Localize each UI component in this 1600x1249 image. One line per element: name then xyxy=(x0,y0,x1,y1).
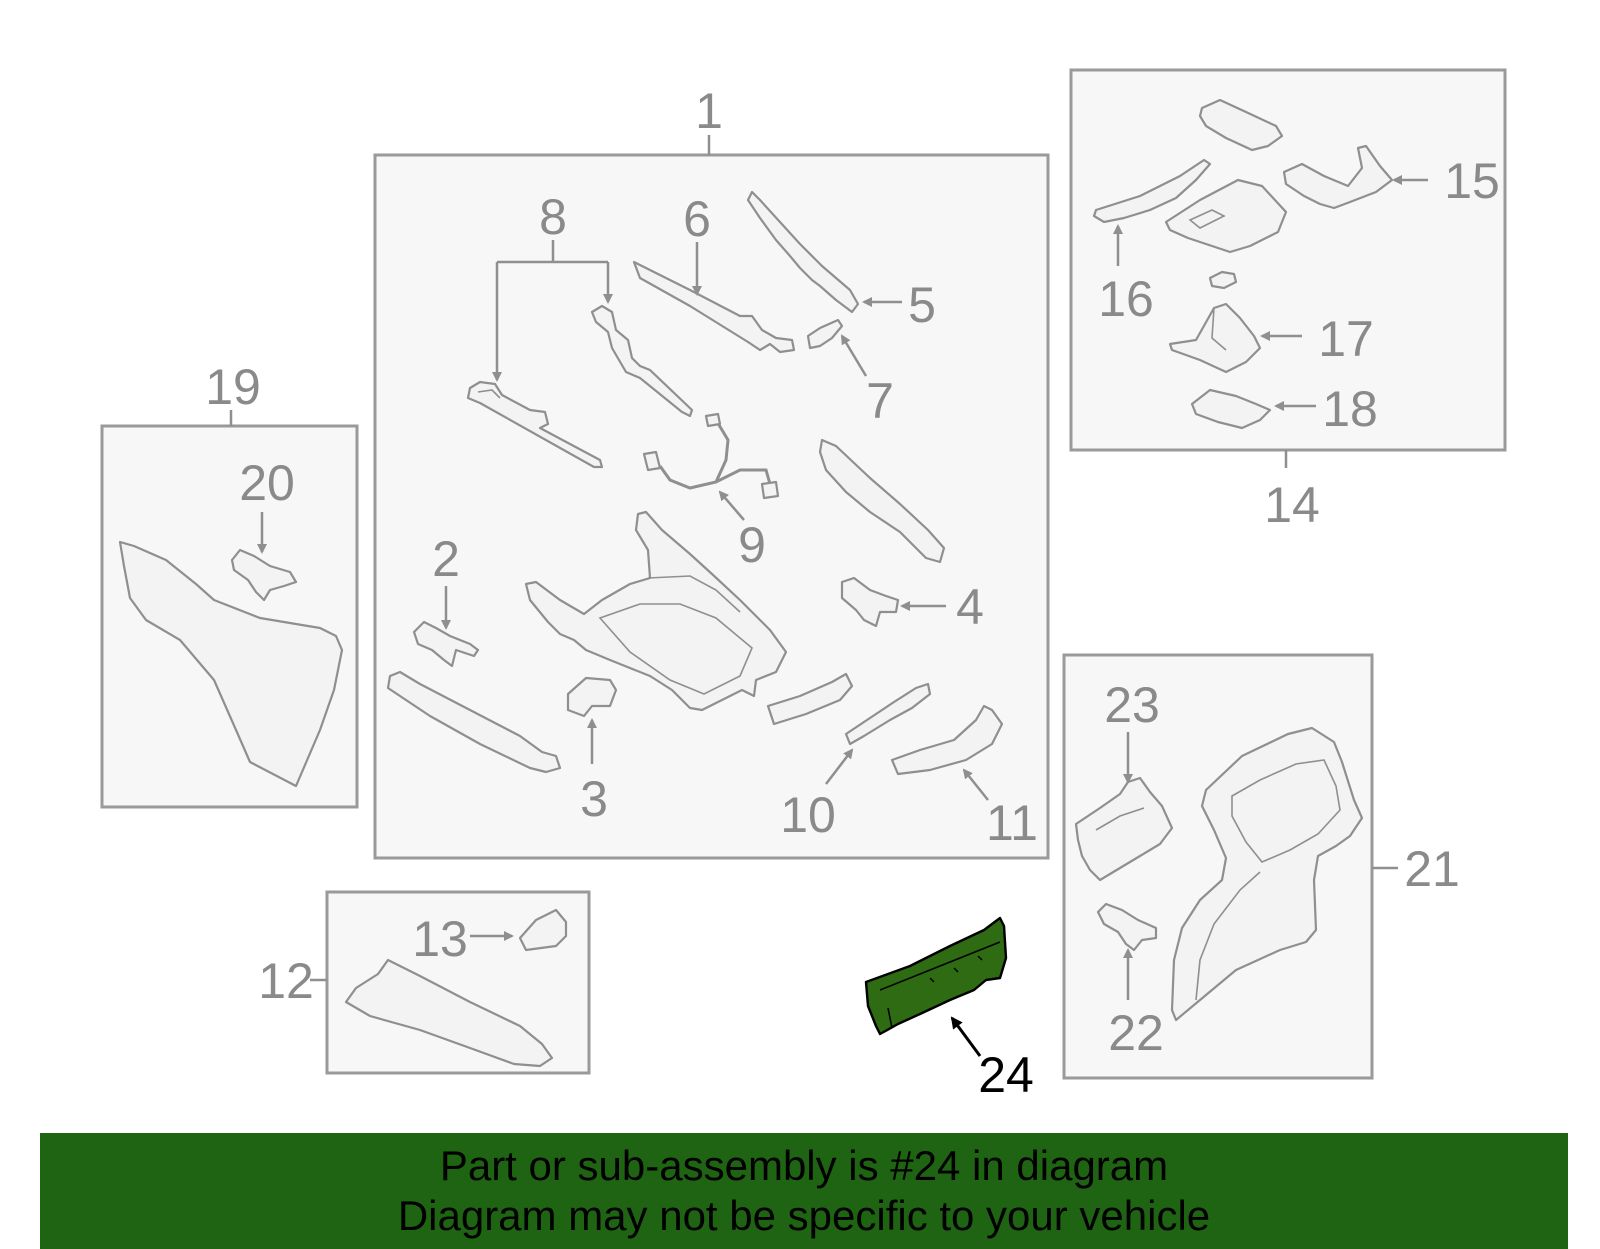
part-19-panel xyxy=(118,540,344,788)
callout-23: 23 xyxy=(1104,677,1160,733)
callout-12: 12 xyxy=(258,953,314,1009)
callout-20: 20 xyxy=(239,455,295,511)
callout-17: 17 xyxy=(1318,311,1374,367)
part-14-top xyxy=(1198,98,1284,152)
callout-22: 22 xyxy=(1108,1005,1164,1061)
part-13 xyxy=(518,908,568,952)
callout-21: 21 xyxy=(1404,841,1460,897)
callout-9: 9 xyxy=(738,517,766,573)
part-24-highlighted[interactable] xyxy=(864,916,1008,1036)
info-banner: Part or sub-assembly is #24 in diagram D… xyxy=(40,1133,1568,1249)
part-rail-left xyxy=(386,670,562,774)
callout-15: 15 xyxy=(1444,153,1500,209)
part-6 xyxy=(632,260,796,354)
part-10 xyxy=(844,682,932,746)
part-rail-right xyxy=(818,438,946,564)
part-7 xyxy=(806,318,844,350)
callout-19: 19 xyxy=(205,359,261,415)
callout-24[interactable]: 24 xyxy=(978,1047,1034,1103)
part-22 xyxy=(1096,902,1158,952)
banner-line-1: Part or sub-assembly is #24 in diagram xyxy=(439,1142,1169,1189)
part-12-trim xyxy=(344,958,554,1068)
part-20 xyxy=(230,548,298,602)
group-box-14 xyxy=(1069,68,1507,452)
callout-18: 18 xyxy=(1322,381,1378,437)
part-trim-curve xyxy=(766,672,854,726)
part-2 xyxy=(412,620,480,668)
part-8a xyxy=(466,380,604,469)
part-4 xyxy=(840,576,900,628)
callout-11: 11 xyxy=(986,795,1038,851)
callout-16: 16 xyxy=(1098,271,1154,327)
callout-13: 13 xyxy=(412,911,468,967)
callout-7: 7 xyxy=(866,373,894,429)
callout-10: 10 xyxy=(780,787,836,843)
part-9 xyxy=(642,412,780,500)
part-14-center xyxy=(1164,178,1288,254)
part-3 xyxy=(566,676,618,718)
callout-4: 4 xyxy=(956,579,984,635)
callout-14: 14 xyxy=(1264,477,1320,533)
part-18 xyxy=(1190,388,1272,430)
part-console-tray xyxy=(524,510,788,712)
part-5 xyxy=(746,190,860,314)
part-8b xyxy=(590,304,694,418)
callout-3: 3 xyxy=(580,771,608,827)
part-21-console xyxy=(1170,726,1364,1022)
callout-1: 1 xyxy=(695,83,723,139)
callout-2: 2 xyxy=(432,531,460,587)
callout-8: 8 xyxy=(539,189,567,245)
callout-6: 6 xyxy=(683,191,711,247)
part-11 xyxy=(890,704,1004,776)
callout-5: 5 xyxy=(908,277,936,333)
banner-line-2: Diagram may not be specific to your vehi… xyxy=(397,1192,1211,1239)
part-17 xyxy=(1168,302,1262,374)
part-15 xyxy=(1282,144,1394,210)
part-14-knob xyxy=(1208,270,1238,290)
part-23 xyxy=(1074,776,1174,882)
part-16 xyxy=(1092,158,1212,224)
